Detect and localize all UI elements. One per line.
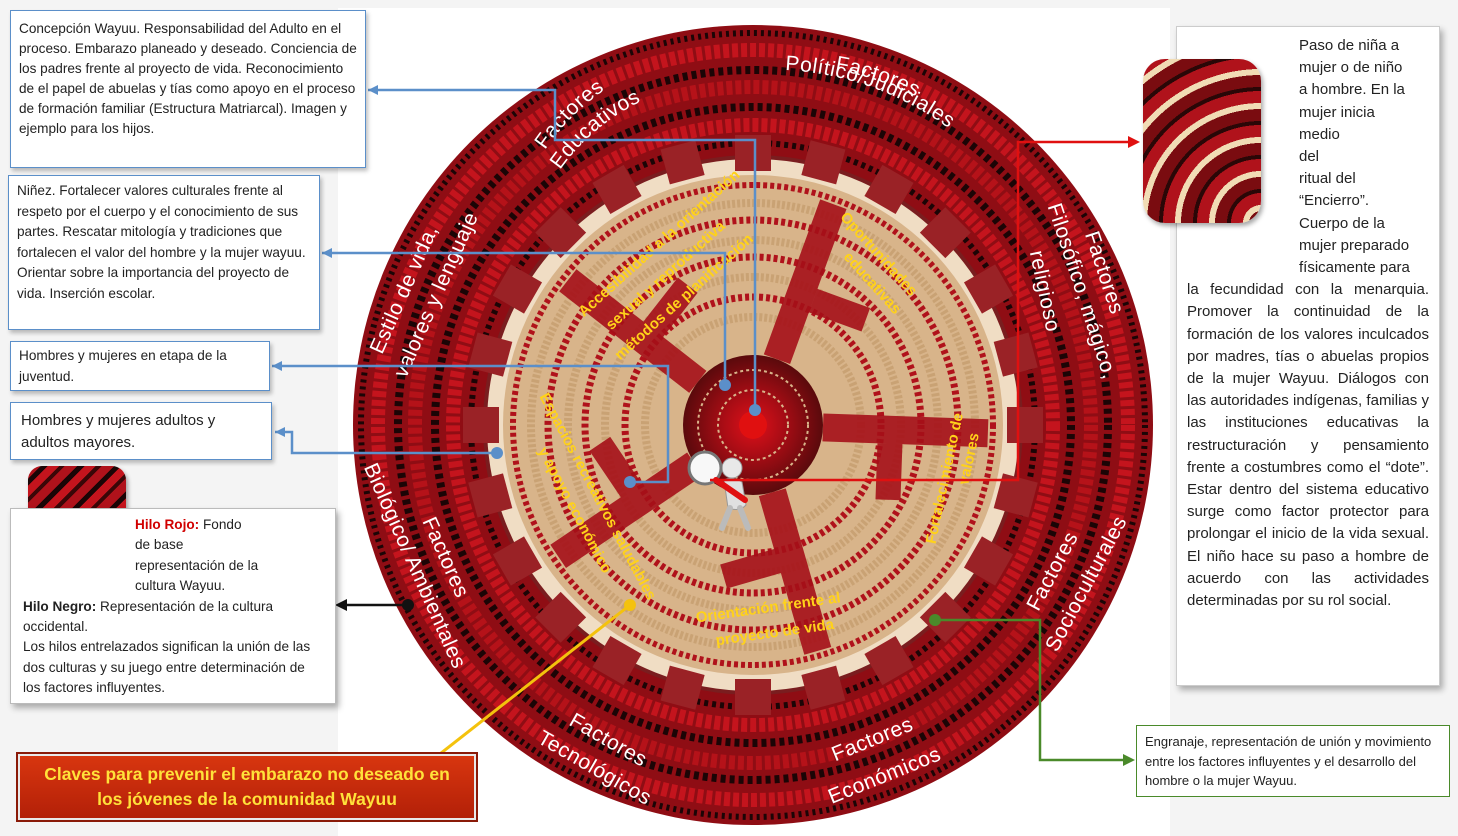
red-thread-label: Hilo Rojo:: [135, 517, 200, 532]
joined-threads-text: Los hilos entrelazados significan la uni…: [23, 639, 311, 696]
callout-childhood: Niñez. Fortalecer valores culturales fre…: [8, 175, 320, 330]
gear-tooth: [864, 635, 914, 686]
gear-tooth: [492, 264, 543, 314]
keys-title: Claves para prevenir el embarazo no dese…: [44, 764, 450, 809]
black-thread-text: Representación de la cultura occidental.: [23, 598, 274, 635]
callout-adults-text: Hombres y mujeres adultos y adultos mayo…: [21, 412, 216, 451]
right-panel-top: Paso de niña a mujer o de niño a hombre. E…: [1299, 35, 1429, 279]
red-thread-text-1: Fondo: [202, 517, 242, 532]
right-panel-line: Cuerpo de la: [1299, 214, 1385, 232]
callout-threads: Hilo Rojo: Fondo de base representación …: [10, 508, 336, 704]
callout-youth: Hombres y mujeres en etapa de la juventu…: [10, 341, 270, 391]
basket-spoke: [559, 269, 707, 393]
callout-youth-text: Hombres y mujeres en etapa de la juventu…: [19, 348, 227, 384]
gear-tooth: [468, 473, 513, 518]
callout-gear-text: Engranaje, representación de unión y mov…: [1145, 734, 1432, 788]
basket-spoke: [822, 413, 989, 501]
callout-adult-process-text: Concepción Wayuu. Responsabilidad del Ad…: [19, 21, 357, 136]
callout-childhood-text: Niñez. Fortalecer valores culturales fre…: [17, 183, 306, 301]
gear-tooth: [1007, 407, 1043, 443]
basket-spokes: [550, 199, 989, 655]
basket-spoke: [720, 488, 832, 655]
right-panel-line: físicamente para: [1299, 259, 1410, 277]
right-panel-line: Paso de niña a: [1299, 37, 1400, 54]
gear-tooth: [660, 665, 705, 710]
keys-title-box: Claves para prevenir el embarazo no dese…: [18, 754, 476, 820]
gear-tooth: [492, 536, 543, 586]
gear-tooth: [592, 635, 642, 686]
right-panel-line: a hombre. En la: [1299, 81, 1405, 99]
gear-tooth: [735, 679, 771, 715]
black-thread-label: Hilo Negro:: [23, 598, 97, 614]
callout-adults: Hombres y mujeres adultos y adultos mayo…: [10, 402, 272, 460]
basket-spoke: [550, 436, 703, 569]
gear-tooth: [993, 332, 1038, 377]
gear-tooth: [963, 536, 1014, 586]
callout-gear: Engranaje, representación de unión y mov…: [1136, 725, 1450, 797]
right-panel-line: medio: [1299, 125, 1340, 143]
magnifier-figure-icon: [687, 450, 751, 531]
gear-tooth: [963, 264, 1014, 314]
right-panel-line: del: [1299, 148, 1320, 166]
callout-adult-process: Concepción Wayuu. Responsabilidad del Ad…: [10, 10, 366, 168]
callout-right-panel: Paso de niña a mujer o de niño a hombre. E…: [1143, 26, 1440, 686]
right-panel-line: mujer o de niño: [1299, 59, 1403, 77]
right-panel-line: ritual del: [1299, 170, 1356, 188]
basket-spoke: [763, 199, 871, 365]
red-thread-text-4: cultura Wayuu.: [135, 578, 226, 594]
gear-tooth: [801, 140, 846, 185]
gear-tooth: [801, 665, 846, 710]
right-panel-body: la fecundidad con la menarquia. Promover…: [1187, 281, 1429, 610]
right-panel-line: “Encierro”.: [1299, 192, 1370, 210]
connector-lines: [272, 85, 1140, 774]
gear-tooth: [463, 407, 499, 443]
right-panel-image: [1143, 59, 1261, 223]
right-panel-line: mujer preparado: [1299, 236, 1410, 254]
gear-tooth: [864, 164, 914, 215]
gear-tooth: [993, 473, 1038, 518]
gear-tooth: [660, 140, 705, 185]
red-thread-text-2: de base: [135, 537, 184, 553]
gear-tooth: [592, 164, 642, 215]
red-thread-text-3: representación de la: [135, 557, 259, 573]
right-panel-line: mujer inicia: [1299, 103, 1375, 121]
